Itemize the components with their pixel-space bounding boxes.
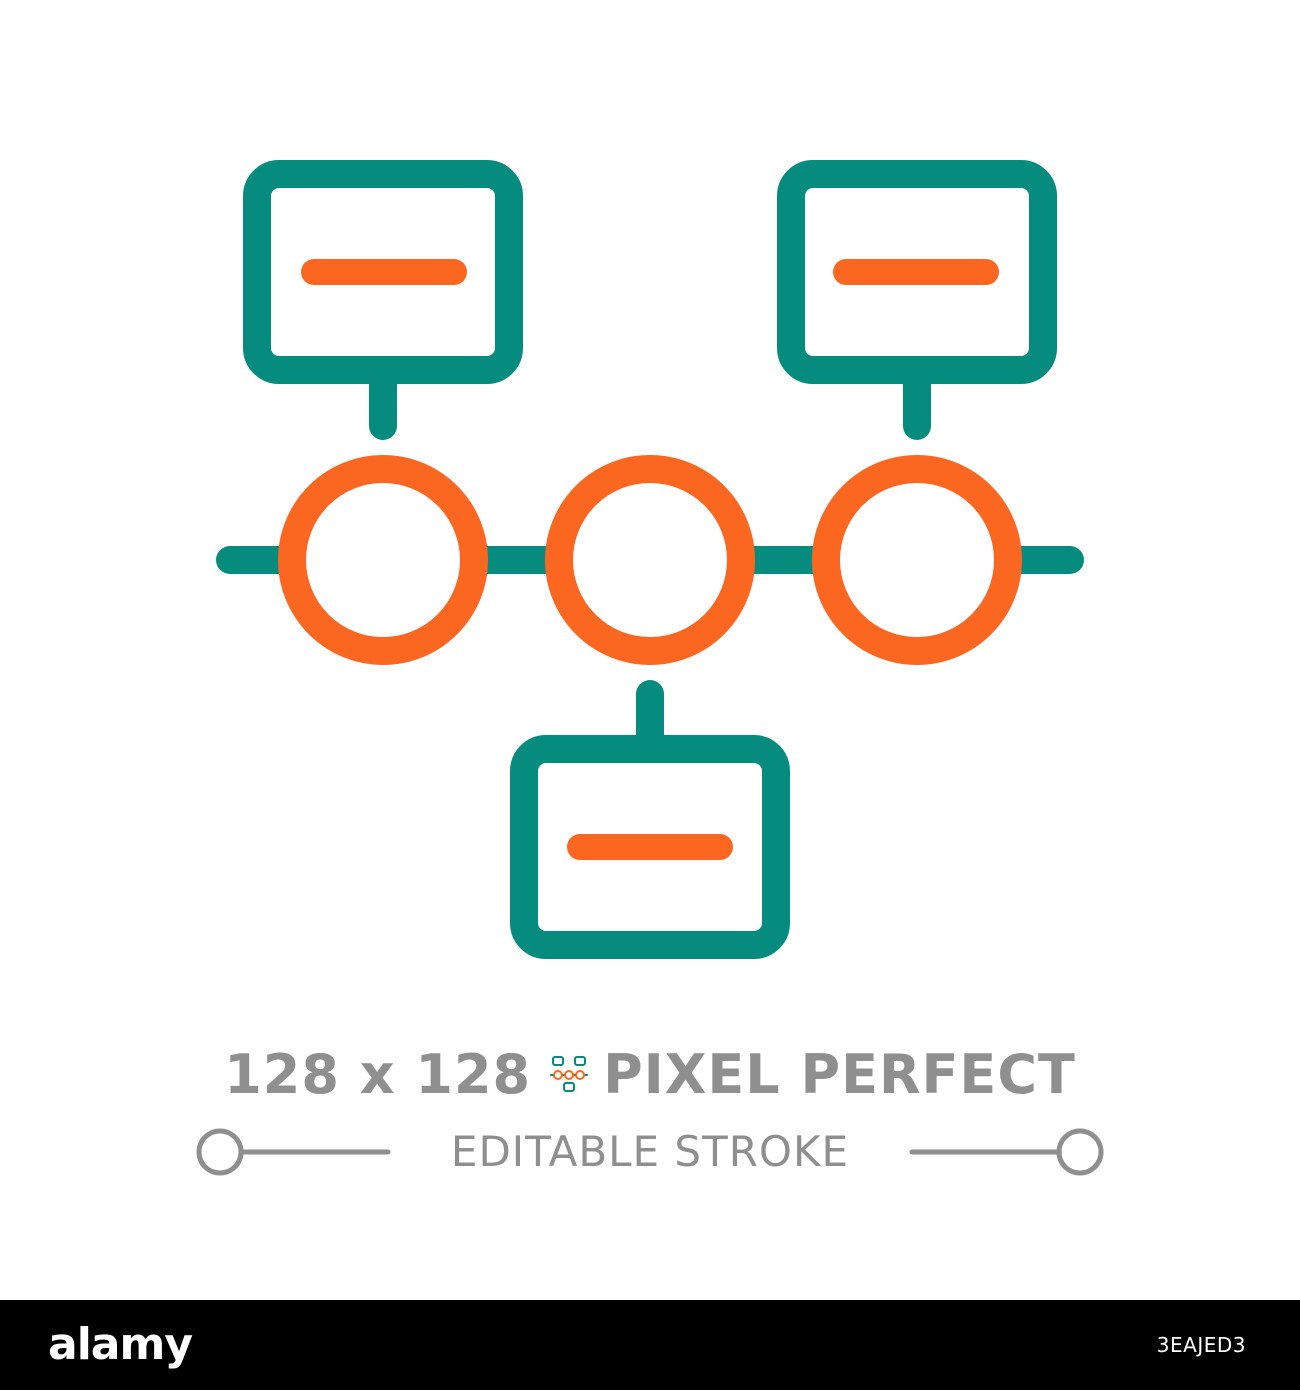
event-box-top-left	[243, 160, 523, 384]
slider-decoration-right	[909, 1128, 1104, 1176]
editable-stroke-label: EDITABLE STROKE	[450, 1127, 850, 1176]
watermark-footer: alamy 3EAJED3	[0, 1300, 1300, 1390]
event-box-top-right	[777, 160, 1057, 384]
icon-canvas: 128 x 128 PIXEL PERFECT EDITABLE STROKE	[0, 160, 1300, 1176]
brand-logo: alamy	[48, 1319, 193, 1370]
pixel-perfect-label: PIXEL PERFECT	[603, 1042, 1076, 1106]
size-caption: 128 x 128 PIXEL PERFECT	[0, 1036, 1300, 1112]
timeline-node-left	[278, 455, 488, 665]
timeline-node-right	[812, 455, 1022, 665]
slider-decoration-left	[196, 1128, 391, 1176]
image-id: 3EAJED3	[1156, 1333, 1246, 1357]
timeline-icon	[216, 160, 1084, 959]
timeline-node-center	[545, 455, 755, 665]
size-label: 128 x 128	[224, 1042, 532, 1106]
timeline-mini-icon	[550, 1056, 589, 1092]
event-box-bottom	[510, 735, 790, 959]
